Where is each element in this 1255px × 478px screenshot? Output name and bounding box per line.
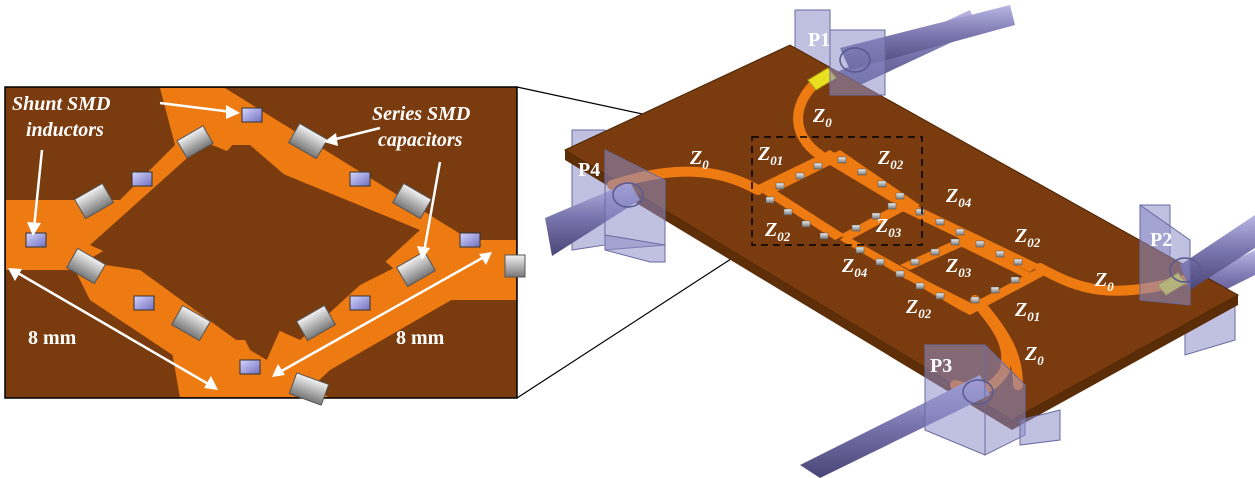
connector-brackets-front [604,29,1191,456]
capacitor [288,372,330,406]
smd-component [813,162,823,170]
z03-label: Z03 [875,215,902,240]
series-label-line2: capacitors [378,129,463,151]
smd-component [990,286,1000,294]
smd-component [930,248,940,256]
capacitor [391,182,433,220]
smd-component [895,270,905,278]
substrate-edge [1012,295,1238,430]
capacitor [73,182,115,220]
smd-component [935,292,945,300]
capacitor [395,250,437,288]
inductor [349,295,371,311]
smd-component [875,258,885,266]
z02-label: Z02 [1014,225,1041,250]
z0-left-label: Z0 [689,147,709,172]
smd-component [975,240,985,248]
inset-panel: Shunt SMD inductors Series SMD capacitor… [4,86,526,406]
capacitor [65,247,107,285]
smd-component [915,208,925,216]
zoom-region [751,136,923,246]
smd-component [877,180,887,188]
board-components [765,156,1023,304]
smd-component [910,258,920,266]
connector-rings [612,47,1201,405]
port-p3-label: P3 [930,355,952,377]
smd-component [837,156,847,164]
inset-traces [6,88,516,397]
series-label-line1: Series SMD [372,103,470,125]
smd-component [887,202,897,210]
z02-label: Z02 [905,296,932,321]
dimension-right: 8 mm [396,327,445,349]
inset-arrows [8,101,492,390]
smd-component [950,238,960,246]
board-3d: P1 P4 P2 P3 Z0 Z0 Z0 Z0 Z01 Z02 Z02 Z03 … [545,5,1255,478]
capacitor [287,122,329,160]
impedance-labels: Z0 Z0 Z0 Z0 Z01 Z02 Z02 Z03 Z04 Z04 Z02 … [689,105,1114,368]
port-p1-label: P1 [808,29,830,51]
smd-component [775,182,785,190]
inductor [459,232,481,248]
inset-inductors [25,107,481,375]
smd-component [970,296,980,304]
smd-component [819,232,829,240]
capacitor [176,125,214,159]
smd-component [895,192,905,200]
smd-component [871,212,881,220]
z0-top-label: Z0 [812,105,832,130]
inductor [131,171,153,187]
z0-bottom-label: Z0 [1024,343,1044,368]
smd-component [995,250,1005,258]
smd-component [765,196,775,204]
port-p2-label: P2 [1150,229,1172,251]
substrate [563,44,1240,421]
z01-label: Z01 [757,143,783,168]
inductor [241,107,263,123]
smd-component [955,228,965,236]
smd-component [855,246,865,254]
smd-component [795,172,805,180]
smd-component [851,224,861,232]
capacitor [295,304,337,342]
shunt-label-line2: inductors [26,119,104,141]
inset-capacitors [65,122,526,406]
z03-label: Z03 [945,255,972,280]
z04-label: Z04 [841,255,868,280]
dimension-left: 8 mm [28,327,77,349]
shunt-label-line1: Shunt SMD [12,93,110,115]
z0-right-label: Z0 [1094,269,1114,294]
port-p4-label: P4 [578,159,600,181]
z02-label: Z02 [764,219,791,244]
smd-component [783,208,793,216]
capacitor [504,254,526,278]
smd-component [857,168,867,176]
capacitor [170,304,212,342]
z04-label: Z04 [945,185,972,210]
z01-label: Z01 [1014,299,1040,324]
smd-component [935,218,945,226]
smd-component [1010,276,1020,284]
inductor [133,295,155,311]
inductor [349,171,371,187]
smd-component [801,220,811,228]
substrate-front-edge [565,150,1012,430]
inductor [239,359,261,375]
smd-component [915,282,925,290]
z02-label: Z02 [877,147,904,172]
smd-component [1013,258,1023,266]
inductor [25,232,47,248]
